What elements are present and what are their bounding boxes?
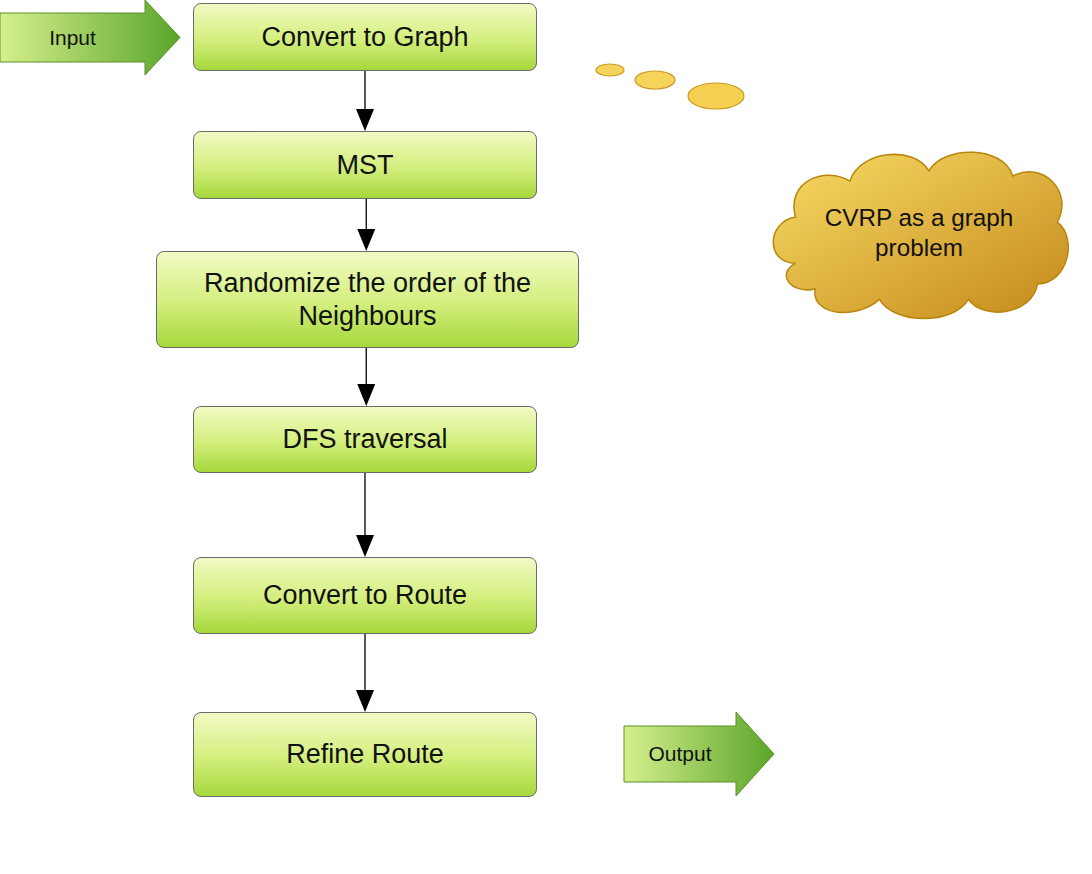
cloud-shape: [773, 152, 1068, 318]
process-box: Convert to Graph: [193, 3, 537, 71]
arrow-shape: [0, 0, 180, 75]
cloud-outline: [756, 140, 1082, 325]
cloud-label: CVRP as a graph problem: [796, 203, 1042, 261]
arrow-head: [356, 690, 374, 712]
flow-arrow: [357, 199, 375, 251]
box-label: Randomize the order of the Neighbours: [169, 267, 566, 332]
arrow-head: [356, 109, 374, 131]
connector-line: [364, 634, 365, 692]
process-box: Refine Route: [193, 712, 537, 797]
flow-arrow: [357, 348, 375, 406]
connector-line: [364, 473, 365, 537]
process-box: MST: [193, 131, 537, 199]
text-area: Output: [624, 726, 736, 782]
flow-arrow: [356, 473, 374, 557]
text-area: Input: [0, 13, 145, 62]
arrow-head: [357, 384, 375, 406]
arrow-shape: [624, 712, 774, 796]
connector-line: [366, 199, 367, 231]
io-arrow: Input: [0, 0, 180, 75]
arrow-label: Input: [49, 25, 96, 50]
io-arrow: Output: [624, 712, 774, 796]
thought-bubble: [635, 71, 675, 89]
arrow-head: [356, 535, 374, 557]
box-label: Refine Route: [286, 738, 444, 770]
connector-line: [366, 348, 367, 386]
process-box: DFS traversal: [193, 406, 537, 473]
text-area: CVRP as a graph problem: [796, 175, 1042, 290]
arrow-head: [357, 229, 375, 251]
thought-bubble: [688, 83, 744, 109]
box-label: Convert to Route: [263, 579, 467, 611]
arrow-label: Output: [648, 741, 711, 766]
thought-cloud: CVRP as a graph problem: [756, 140, 1082, 325]
thought-bubble: [596, 64, 624, 76]
box-label: MST: [337, 149, 394, 181]
process-box: Convert to Route: [193, 557, 537, 634]
box-label: DFS traversal: [282, 423, 447, 455]
process-box: Randomize the order of the Neighbours: [156, 251, 579, 348]
box-label: Convert to Graph: [261, 21, 468, 53]
flow-arrow: [356, 71, 374, 131]
flow-arrow: [356, 634, 374, 712]
connector-line: [364, 71, 365, 111]
